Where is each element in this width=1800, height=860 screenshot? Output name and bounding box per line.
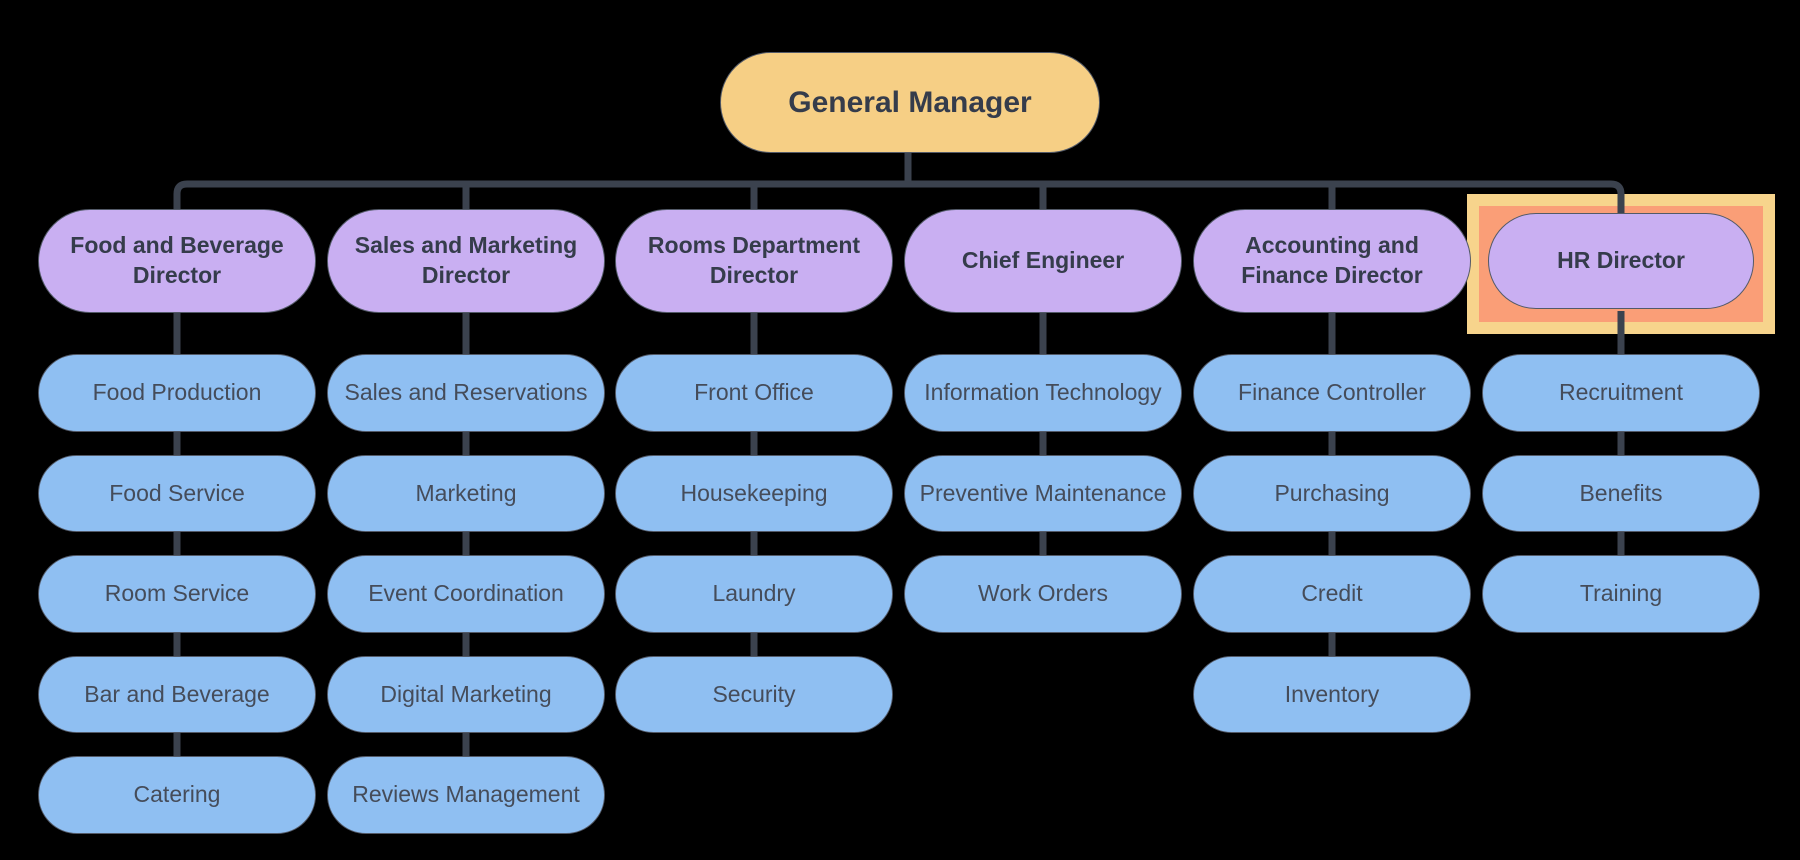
department-node[interactable]: Food Service	[38, 454, 316, 532]
department-node[interactable]: Information Technology	[904, 354, 1182, 432]
department-node[interactable]: Laundry	[615, 555, 893, 633]
director-node[interactable]: Sales and Marketing Director	[327, 209, 605, 313]
department-node[interactable]: Training	[1482, 555, 1760, 633]
node-label: Preventive Maintenance	[919, 479, 1167, 506]
department-node[interactable]: Credit	[1193, 555, 1471, 633]
node-label: Digital Marketing	[380, 680, 552, 707]
node-label: Event Coordination	[368, 580, 564, 607]
node-label: Front Office	[694, 379, 814, 406]
node-label: Marketing	[415, 479, 517, 506]
node-label: Benefits	[1579, 479, 1663, 506]
department-node[interactable]: Security	[615, 655, 893, 733]
node-label: Training	[1579, 580, 1663, 607]
node-label: Information Technology	[924, 379, 1162, 406]
node-label: Finance Controller	[1238, 379, 1426, 406]
node-label: Purchasing	[1274, 479, 1390, 506]
department-node[interactable]: Benefits	[1482, 454, 1760, 532]
root-node[interactable]: General Manager	[720, 52, 1100, 153]
director-node[interactable]: Accounting and Finance Director	[1193, 209, 1471, 313]
node-label: Accounting and Finance Director	[1241, 232, 1423, 288]
node-label: Housekeeping	[680, 479, 828, 506]
node-label: Sales and Marketing Director	[354, 232, 578, 288]
director-node[interactable]: Chief Engineer	[904, 209, 1182, 313]
department-node[interactable]: Reviews Management	[327, 756, 605, 834]
department-node[interactable]: Bar and Beverage	[38, 655, 316, 733]
department-node[interactable]: Food Production	[38, 354, 316, 432]
department-node[interactable]: Finance Controller	[1193, 354, 1471, 432]
department-node[interactable]: Recruitment	[1482, 354, 1760, 432]
node-label: General Manager	[788, 85, 1032, 119]
node-label: Work Orders	[978, 580, 1108, 607]
node-label: Food and Beverage Director	[70, 232, 284, 288]
node-label: Laundry	[712, 580, 796, 607]
department-node[interactable]: Catering	[38, 756, 316, 834]
department-node[interactable]: Work Orders	[904, 555, 1182, 633]
node-label: Security	[712, 680, 796, 707]
department-node[interactable]: Housekeeping	[615, 454, 893, 532]
director-node[interactable]: Rooms Department Director	[615, 209, 893, 313]
director-node[interactable]: Food and Beverage Director	[38, 209, 316, 313]
department-node[interactable]: Marketing	[327, 454, 605, 532]
department-node[interactable]: Preventive Maintenance	[904, 454, 1182, 532]
department-node[interactable]: Inventory	[1193, 655, 1471, 733]
node-label: Reviews Management	[352, 781, 580, 808]
node-label: Catering	[133, 781, 221, 808]
node-label: Bar and Beverage	[84, 680, 270, 707]
node-label: Inventory	[1284, 680, 1380, 707]
node-label: Credit	[1301, 580, 1363, 607]
node-label: Rooms Department Director	[647, 232, 861, 288]
department-node[interactable]: Event Coordination	[327, 555, 605, 633]
node-label: Chief Engineer	[961, 247, 1125, 274]
department-node[interactable]: Front Office	[615, 354, 893, 432]
node-label: Room Service	[104, 580, 250, 607]
department-node[interactable]: Sales and Reservations	[327, 354, 605, 432]
department-node[interactable]: Purchasing	[1193, 454, 1471, 532]
node-label: Sales and Reservations	[344, 379, 588, 406]
node-label: Food Service	[109, 479, 245, 506]
node-label: HR Director	[1557, 247, 1685, 274]
department-node[interactable]: Room Service	[38, 555, 316, 633]
director-node[interactable]: HR Director	[1488, 213, 1754, 309]
node-label: Food Production	[92, 379, 262, 406]
department-node[interactable]: Digital Marketing	[327, 655, 605, 733]
node-label: Recruitment	[1559, 379, 1683, 406]
